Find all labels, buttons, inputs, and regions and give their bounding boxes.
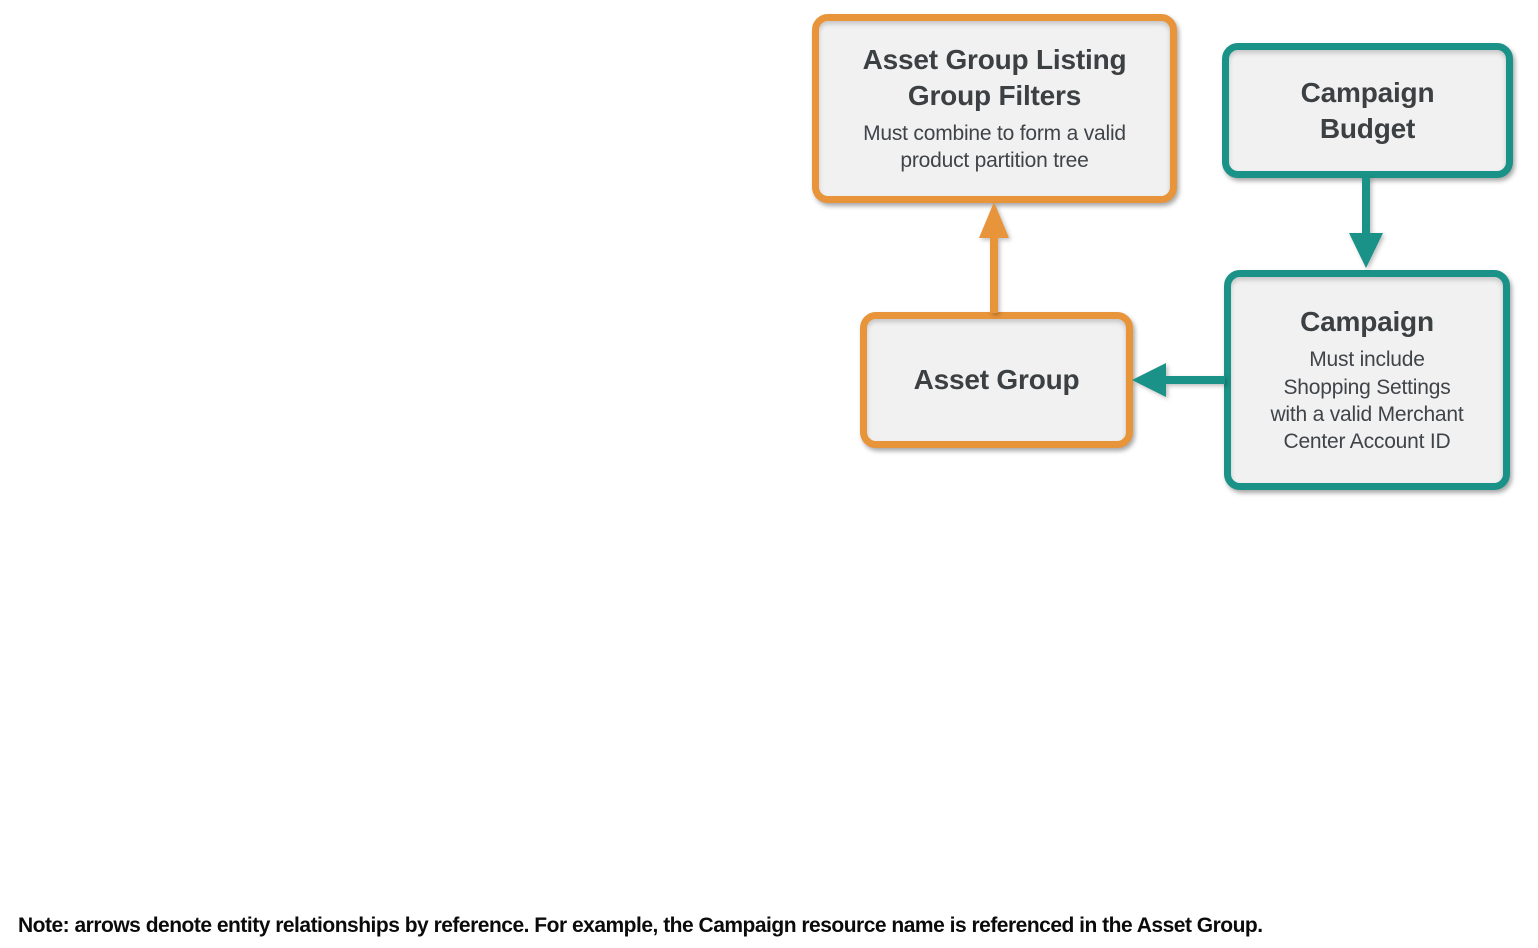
arrow-shaft [1362, 177, 1370, 234]
arrow-shaft [1164, 376, 1225, 384]
arrow-head-left-icon [1132, 363, 1166, 397]
arrow-head-up-icon [979, 202, 1009, 238]
arrow-head-down-icon [1349, 233, 1383, 268]
node-subtitle: Must include Shopping Settings with a va… [1270, 348, 1464, 454]
node-campaign: Campaign Must include Shopping Settings … [1224, 270, 1510, 490]
node-campaign-budget: Campaign Budget [1222, 43, 1513, 178]
node-title: Asset Group Listing Group Filters [862, 44, 1127, 112]
node-asset-group: Asset Group [860, 312, 1133, 448]
node-subtitle: Must combine to form a valid product par… [863, 122, 1126, 173]
arrow-shaft [990, 236, 998, 313]
node-asset-group-listing-group-filters: Asset Group Listing Group Filters Must c… [812, 14, 1177, 203]
node-title: Campaign Budget [1300, 76, 1435, 144]
footnote: Note: arrows denote entity relationships… [18, 914, 1263, 937]
node-title: Asset Group [913, 364, 1080, 396]
node-title: Campaign [1300, 306, 1434, 338]
